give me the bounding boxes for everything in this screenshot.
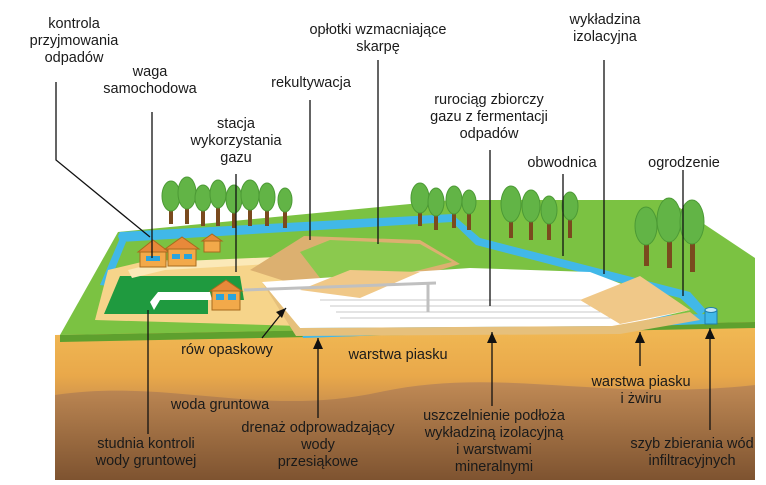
label-woda-gruntowa: woda gruntowa xyxy=(150,397,290,414)
leader-kontrola xyxy=(56,82,150,237)
infiltration-shaft xyxy=(705,308,717,325)
label-waga: waga samochodowa xyxy=(100,64,200,98)
label-wykladzina: wykładzina izolacyjna xyxy=(560,12,650,46)
label-kontrola: kontrola przyjmowania odpadów xyxy=(24,16,124,67)
label-oplotki: opłotki wzmacniające skarpę xyxy=(298,22,458,56)
label-ogrodzenie: ogrodzenie xyxy=(634,155,734,172)
label-szyb: szyb zbierania wód infiltracyjnych xyxy=(622,436,762,470)
label-studnia: studnia kontroli wody gruntowej xyxy=(76,436,216,470)
label-stacja: stacja wykorzystania gazu xyxy=(186,116,286,167)
label-rekultywacja: rekultywacja xyxy=(256,75,366,92)
label-warstwa-piasku: warstwa piasku xyxy=(338,347,458,364)
label-drenaz: drenaż odprowadzający wody przesiąkowe xyxy=(238,420,398,471)
label-obwodnica: obwodnica xyxy=(512,155,612,172)
label-rurociag: rurociąg zbiorczy gazu z fermentacji odp… xyxy=(414,92,564,143)
label-warstwa-piasku-zwiru: warstwa piasku i żwiru xyxy=(576,374,706,408)
label-row: rów opaskowy xyxy=(172,342,282,359)
label-uszczelnienie: uszczelnienie podłoża wykładziną izolacy… xyxy=(410,408,578,476)
